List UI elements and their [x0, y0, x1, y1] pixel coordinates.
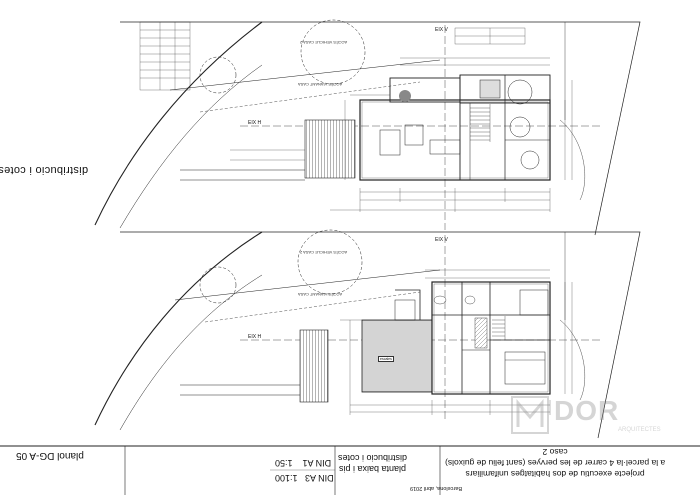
- logo-text: DOR: [554, 395, 620, 426]
- scale-a3-row: DIN A3 1:100: [275, 473, 334, 483]
- access-path-label-top: ACCÉS VIANANT CASA: [298, 82, 343, 87]
- scale-a1-label: DIN A1: [302, 458, 332, 468]
- logo-subtext: ARQUITECTES: [618, 427, 661, 433]
- title-block-frame: [0, 445, 700, 495]
- stairs-tag: escales: [378, 356, 394, 362]
- side-label: distribucio i cotes: [0, 164, 89, 176]
- axis-v-label-top: EIX V: [435, 27, 448, 33]
- project-line3: caso 2: [542, 447, 568, 457]
- axis-h-label-bottom: EIX H: [248, 334, 262, 340]
- axis-h-label-top: EIX H: [248, 120, 262, 126]
- drawing-title-line1: planta baixa i pis: [339, 464, 407, 474]
- logo-mark-icon: [511, 396, 549, 434]
- drawing-title-line2: distribucio i cotes: [338, 453, 408, 463]
- scale-a3-label: DIN A3: [305, 473, 334, 483]
- project-line2: a la parcel·la 4 carrer de les pervyes (…: [445, 458, 666, 468]
- plan-number: planol DG-A 05: [16, 450, 84, 461]
- access-vehicle-label-bottom: ACCÉS VEHICLE CASA 2: [300, 250, 348, 255]
- company-logo: DOR ARQUITECTES: [510, 393, 661, 437]
- scale-a3-value: 1:100: [275, 473, 298, 483]
- scale-a1-row: DIN A1 1:50: [275, 458, 331, 468]
- axis-v-label-bottom: EIX V: [435, 237, 448, 243]
- access-vehicle-label-top: ACCÉS VEHICLE CASA 2: [300, 40, 348, 45]
- scale-a1-value: 1:50: [275, 458, 293, 468]
- date-line: Barcelona, abril 2019: [410, 485, 462, 491]
- project-line1: projecte executiu de dos habitatges unif…: [465, 469, 645, 479]
- drawing-title: planta baixa i pis distribucio i cotes: [338, 452, 407, 474]
- ground-floor-plan: [94, 229, 641, 439]
- upper-floor-plan: [94, 19, 641, 236]
- access-path-label-bottom: ACCÉS VIANANT CASA: [298, 292, 343, 297]
- project-title: projecte executiu de dos habitatges unif…: [445, 446, 665, 479]
- legend-table: [139, 21, 191, 91]
- surface-table: [454, 27, 526, 45]
